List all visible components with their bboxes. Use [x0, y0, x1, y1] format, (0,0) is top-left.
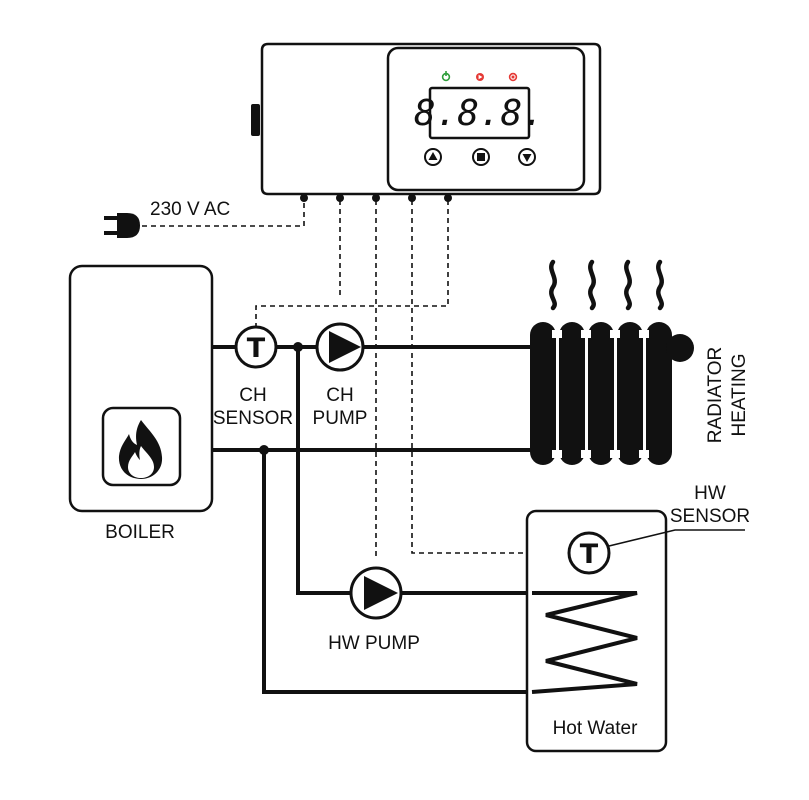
down-button[interactable]	[518, 148, 536, 166]
hw-sensor-label-line1: HW	[694, 483, 726, 504]
power-plug	[104, 213, 140, 238]
digital-display-frame	[428, 86, 531, 140]
hw-sensor-leader	[608, 529, 745, 547]
arrow-up-icon	[428, 152, 438, 160]
side-switch[interactable]	[251, 104, 260, 136]
hw-sensor: T	[567, 531, 611, 575]
flame-icon	[118, 420, 163, 479]
controller-terminals	[300, 194, 452, 202]
control-wiring	[142, 200, 567, 559]
ch-pump	[315, 322, 365, 372]
radiator-label-line2: HEATING	[729, 353, 750, 436]
stop-icon	[508, 72, 518, 82]
power-icon	[441, 71, 451, 82]
pipe-junction	[259, 445, 269, 455]
ch-sensor-label-line2: SENSOR	[213, 408, 293, 429]
play-icon	[476, 73, 484, 81]
ch-sensor-label-line1: CH	[239, 385, 266, 406]
radiator-label-line1: RADIATOR	[705, 347, 726, 443]
radiator	[530, 322, 694, 465]
hot-water-label: Hot Water	[553, 718, 638, 739]
hot-water-tank	[525, 509, 668, 753]
hw-sensor-label-line2: SENSOR	[670, 506, 750, 527]
select-button[interactable]	[472, 148, 490, 166]
square-icon	[477, 153, 485, 161]
heat-waves-icon	[549, 259, 664, 311]
boiler-label: BOILER	[105, 522, 175, 543]
arrow-down-icon	[522, 154, 532, 162]
ch-sensor: T	[234, 325, 278, 369]
ch-pump-label-line2: PUMP	[313, 408, 368, 429]
hw-pump-label: HW PUMP	[328, 633, 420, 654]
pipe-junction	[293, 342, 303, 352]
up-button[interactable]	[424, 148, 442, 166]
hw-pump	[349, 566, 403, 620]
power-supply-label: 230 V AC	[150, 199, 230, 220]
ch-pump-label-line1: CH	[326, 385, 353, 406]
ch-sensor-symbol: T	[247, 333, 266, 364]
boiler	[68, 264, 214, 513]
controller-unit: 8.8.8.	[251, 42, 602, 202]
digital-display-value: 8.8.8.	[414, 93, 544, 134]
hw-sensor-symbol: T	[580, 539, 599, 570]
heating-coil	[531, 591, 638, 694]
